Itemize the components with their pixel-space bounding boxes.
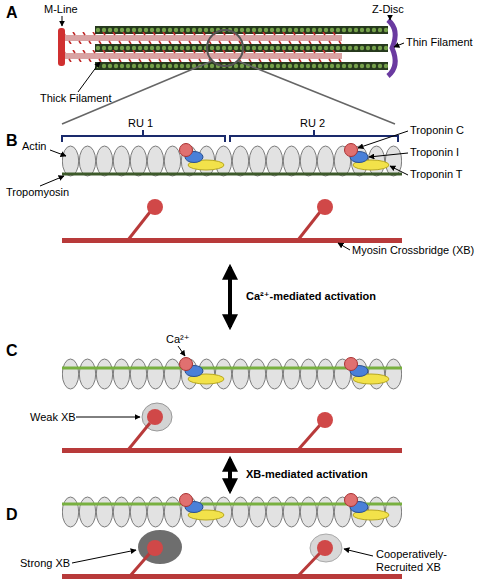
leader-lines bbox=[72, 549, 373, 563]
ru-bracket bbox=[62, 130, 225, 142]
thin-filament-detail bbox=[62, 130, 402, 243]
crossbridge bbox=[298, 412, 333, 450]
part-label: Thin Filament bbox=[406, 36, 473, 49]
part-label: Myosin Crossbridge (XB) bbox=[352, 244, 474, 257]
z-disc bbox=[388, 20, 395, 76]
thick-filament bbox=[62, 448, 402, 453]
tropomyosin bbox=[62, 173, 402, 176]
activation-arrow bbox=[228, 459, 232, 491]
thick-filament bbox=[62, 574, 402, 579]
thin-filament-detail bbox=[62, 358, 402, 454]
zoom-line bbox=[238, 61, 395, 124]
figure-panel: C bbox=[0, 330, 500, 456]
ru-bracket bbox=[230, 130, 398, 142]
part-label: RU 2 bbox=[300, 117, 325, 130]
part-label: Cooperatively-Recruited XB bbox=[376, 548, 488, 574]
arrow-label: Ca²⁺-mediated activation bbox=[246, 290, 376, 303]
thin-filament-detail bbox=[62, 494, 402, 580]
panel-letter: C bbox=[6, 342, 18, 360]
thick-filament bbox=[62, 238, 402, 243]
troponin bbox=[345, 144, 390, 171]
actin bbox=[62, 358, 402, 390]
activation-arrow bbox=[228, 267, 232, 327]
leader-lines bbox=[76, 346, 185, 417]
troponin bbox=[180, 358, 225, 385]
zoom-circle bbox=[207, 30, 243, 66]
crossbridge bbox=[128, 199, 163, 240]
part-label: RU 1 bbox=[128, 117, 153, 130]
troponin bbox=[345, 494, 390, 521]
part-label: Tropomyosin bbox=[6, 186, 69, 199]
part-label: Strong XB bbox=[20, 557, 70, 570]
weak-crossbridge bbox=[128, 403, 172, 450]
arrow-label: XB-mediated activation bbox=[246, 468, 368, 481]
recruited-crossbridge bbox=[298, 534, 342, 576]
leader-lines bbox=[62, 16, 404, 92]
thick-filament bbox=[62, 32, 342, 44]
troponin bbox=[180, 144, 225, 171]
part-label: Z-Disc bbox=[372, 3, 404, 16]
crossbridge bbox=[298, 199, 333, 240]
part-label: Actin bbox=[22, 140, 46, 153]
part-label: Troponin T bbox=[410, 168, 463, 181]
part-label: Troponin I bbox=[410, 146, 459, 159]
troponin bbox=[180, 494, 225, 521]
m-line bbox=[58, 28, 65, 66]
part-label: Weak XB bbox=[30, 411, 76, 424]
panel-letter: D bbox=[6, 506, 18, 524]
troponin bbox=[345, 358, 390, 385]
part-label: Thick Filament bbox=[40, 92, 112, 105]
panel-letter: A bbox=[6, 4, 18, 22]
sarcomere bbox=[58, 20, 395, 124]
part-label: Ca²⁺ bbox=[166, 333, 190, 346]
thick-filament bbox=[62, 50, 342, 62]
part-label: M-Line bbox=[44, 3, 78, 16]
leader-lines bbox=[40, 131, 408, 250]
panel-letter: B bbox=[6, 132, 18, 150]
strong-crossbridge bbox=[130, 530, 182, 576]
part-label: Troponin C bbox=[410, 124, 464, 137]
